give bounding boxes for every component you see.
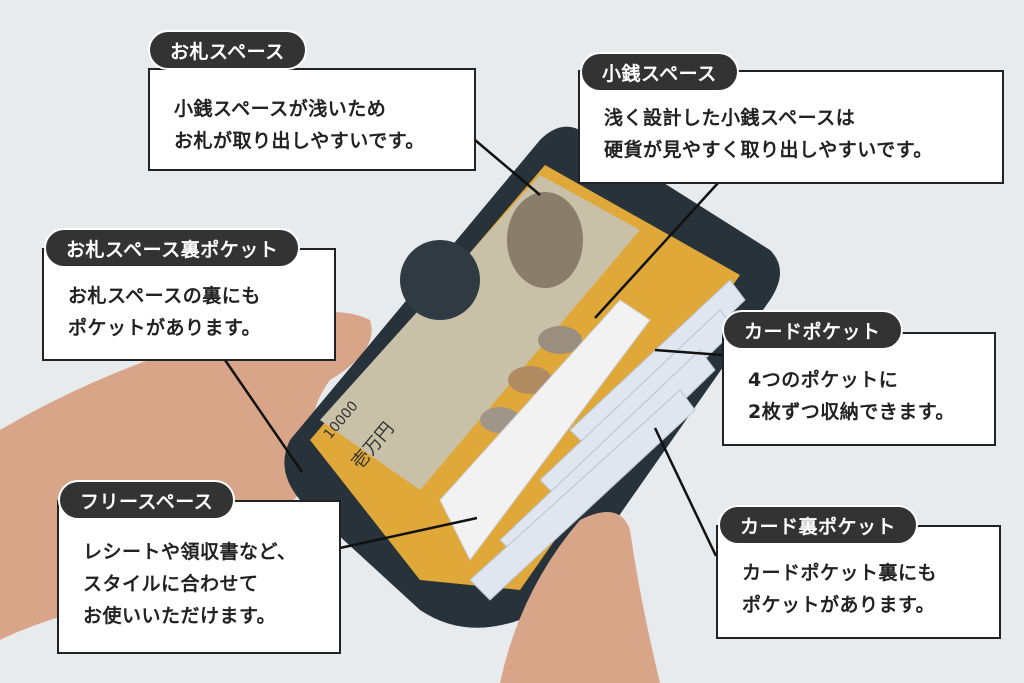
callout-text: カードポケット裏にも	[742, 562, 938, 584]
callout-text: お使いいただけます。	[83, 605, 277, 627]
leader-lines	[223, 139, 723, 557]
receipts	[439, 299, 651, 561]
right-hand	[500, 512, 660, 683]
callout-label: 小銭スペース	[580, 52, 739, 92]
callout-text: 小銭スペースが浅いため	[174, 97, 387, 120]
callout-text: 硬貨が見やすく取り出しやすいです。	[604, 139, 933, 161]
callout-text: スタイルに合わせて	[83, 573, 259, 595]
callout-label: カードポケット	[722, 310, 903, 350]
callout-text: お札が取り出しやすいです。	[174, 129, 425, 152]
callout-text: 浅く設計した小銭スペースは	[604, 107, 856, 129]
callout-text: ポケットがあります。	[742, 594, 936, 616]
callout-text: レシートや領収書など、	[83, 541, 297, 563]
callout-text: お札スペースの裏にも	[68, 284, 261, 307]
callout-label: フリースペース	[58, 480, 236, 520]
cards	[469, 279, 746, 601]
callout-text: 2枚ずつ収納できます。	[748, 401, 955, 423]
callout-label: お札スペース	[148, 30, 307, 70]
callout-label: お札スペース裏ポケット	[44, 228, 301, 268]
coins	[480, 326, 582, 433]
callout-text: 4つのポケットに	[748, 369, 899, 391]
callout-text: ポケットがあります。	[68, 316, 262, 339]
callout-label: カード裏ポケット	[718, 505, 919, 545]
